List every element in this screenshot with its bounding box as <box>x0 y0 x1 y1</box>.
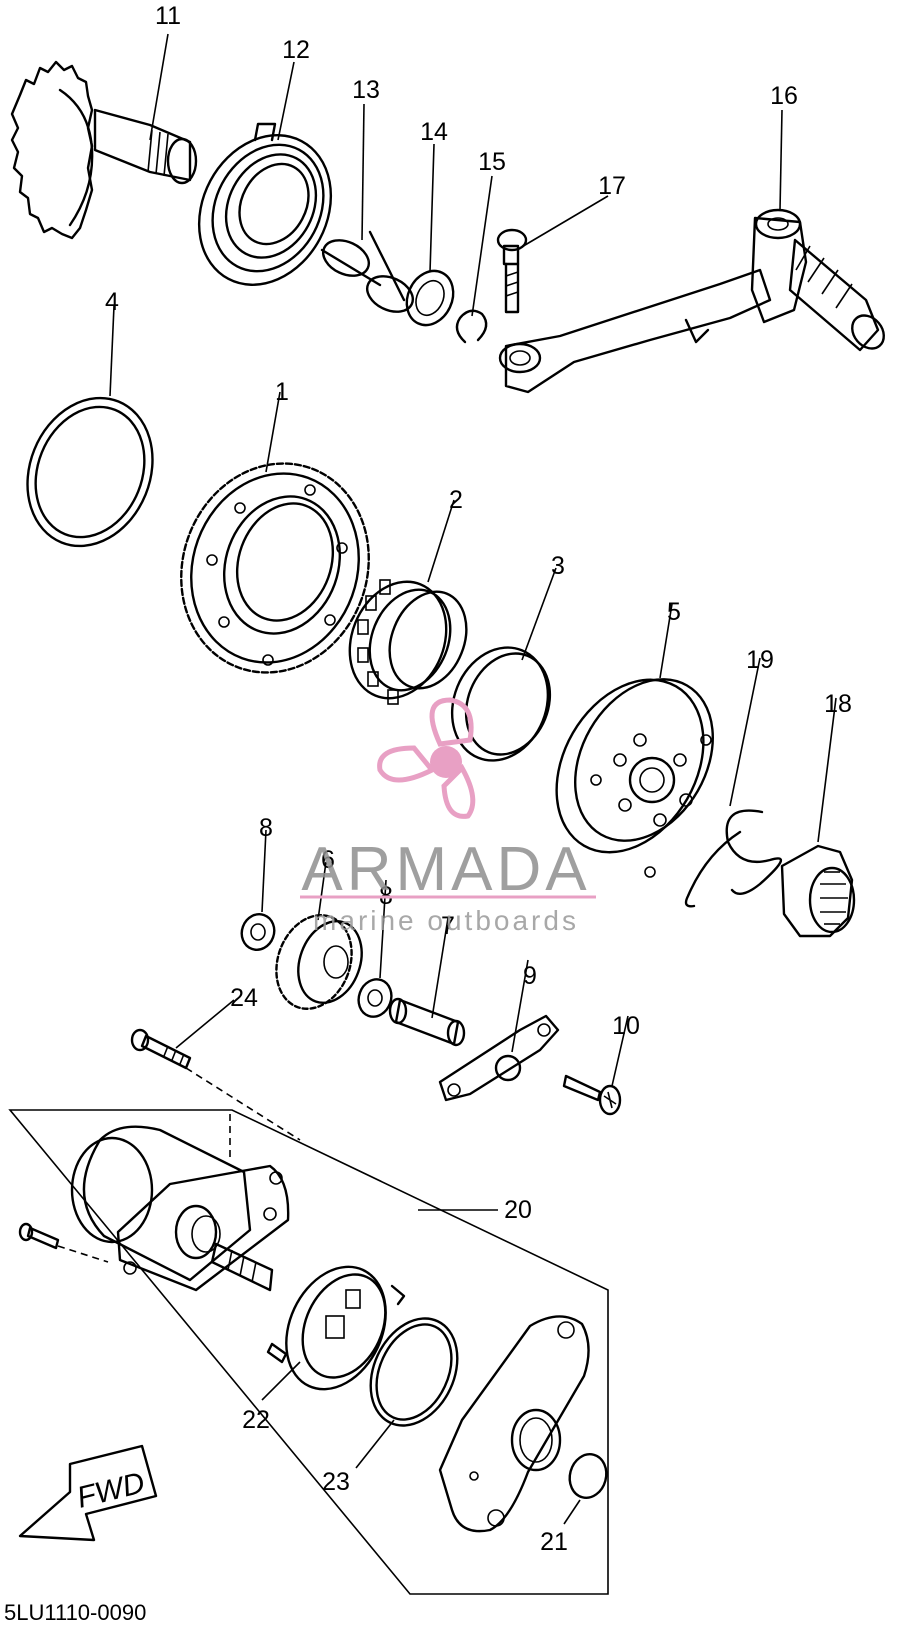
label-part-8-a: 8 <box>259 814 273 842</box>
part-13-collar <box>320 230 414 313</box>
part-14-washer <box>405 269 455 327</box>
label-part-13: 13 <box>352 76 380 104</box>
label-part-17: 17 <box>598 172 626 200</box>
label-part-12: 12 <box>282 36 310 64</box>
fwd-arrow-icon <box>18 1444 158 1542</box>
part-2-one-way-clutch <box>348 579 468 705</box>
label-part-5: 5 <box>667 598 681 626</box>
part-7-shaft <box>388 997 466 1047</box>
part-20-end-cover <box>438 1315 590 1533</box>
part-12-torsion-spring <box>197 122 333 286</box>
part-8-washer-a <box>240 913 276 951</box>
part-3-ring <box>450 646 552 762</box>
part-5-clutch-housing <box>555 678 714 878</box>
label-part-22: 22 <box>242 1406 270 1434</box>
label-part-20: 20 <box>504 1196 532 1224</box>
armada-propeller-logo-icon <box>377 697 476 819</box>
label-part-2: 2 <box>449 486 463 514</box>
part-6-idler-gear <box>275 914 363 1010</box>
part-20-bolt-axis <box>57 1245 109 1263</box>
part-10-screw <box>562 1074 622 1116</box>
part-4-ring <box>26 396 154 548</box>
part-24-axis <box>185 1067 301 1141</box>
label-part-16: 16 <box>770 82 798 110</box>
part-16-kick-crank <box>498 208 885 394</box>
armada-watermark: ARMADA marine outboards <box>300 697 596 936</box>
watermark-brand: ARMADA <box>301 835 590 904</box>
part-15-circlip <box>455 309 488 344</box>
part-11-kick-gear <box>10 60 198 240</box>
part-20-motor-bolt <box>18 1222 60 1250</box>
part-20-starter-motor <box>70 1125 290 1292</box>
label-part-4: 4 <box>105 288 119 316</box>
leader-lines <box>109 33 837 1525</box>
part-20-assembly-frame <box>8 1109 609 1595</box>
label-part-23: 23 <box>322 1468 350 1496</box>
label-part-1: 1 <box>275 378 289 406</box>
part-1-clutch-gear <box>180 462 370 674</box>
label-part-15: 15 <box>478 148 506 176</box>
part-22-brush-holder <box>266 1265 406 1391</box>
label-part-21: 21 <box>540 1528 568 1556</box>
part-23-o-ring <box>369 1317 459 1427</box>
part-24-bolt <box>130 1028 192 1070</box>
part-9-plate <box>438 1014 560 1102</box>
fwd-label: FWD <box>74 1466 148 1515</box>
label-part-10: 10 <box>612 1012 640 1040</box>
part-labels: 11 12 13 14 15 17 16 4 1 2 3 5 19 18 8 6… <box>105 2 852 1556</box>
label-part-24: 24 <box>230 984 258 1012</box>
label-part-9: 9 <box>523 962 537 990</box>
label-part-3: 3 <box>551 552 565 580</box>
watermark-tagline: marine outboards <box>313 905 579 936</box>
part-21-seal <box>568 1453 608 1499</box>
part-18-drive-gear <box>780 844 856 938</box>
part-8-washer-b <box>357 978 393 1018</box>
label-part-7: 7 <box>441 912 455 940</box>
diagram-code: 5LU1110-0090 <box>4 1600 146 1625</box>
label-part-6: 6 <box>321 846 335 874</box>
label-part-11: 11 <box>155 2 181 30</box>
label-part-19: 19 <box>746 646 774 674</box>
label-part-14: 14 <box>420 118 448 146</box>
label-part-18: 18 <box>824 690 852 718</box>
part-17-bolt <box>496 228 528 314</box>
part-19-spring <box>684 809 782 908</box>
